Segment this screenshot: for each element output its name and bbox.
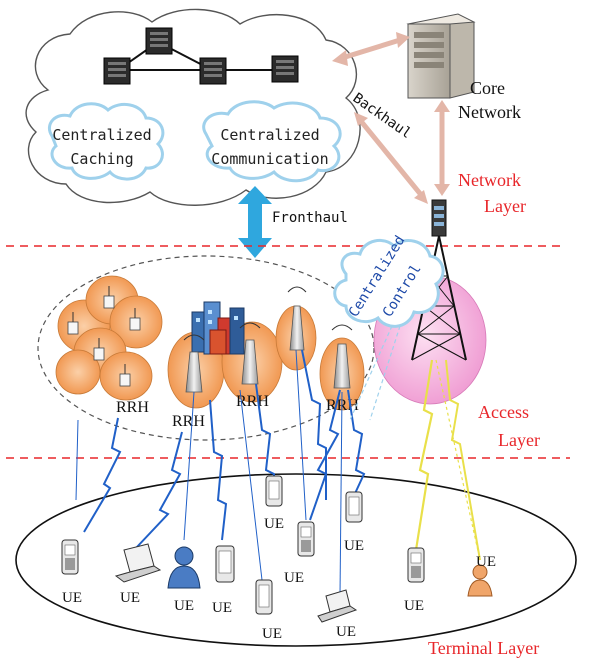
network-layer-label-line2: Layer [484,196,526,216]
macro-cell-links [414,359,481,561]
core-network-server-icon [406,13,476,99]
communication-cloud [202,100,342,183]
core-tower-arrow [434,100,450,196]
small-cell-antenna-icon [103,286,115,309]
ue-user-icon [167,546,201,589]
rrh-wireless-links [75,349,366,597]
communication-label-line1: Centralized [220,126,319,144]
ue-phone-icon [265,475,283,507]
ue-phone-icon [61,539,79,575]
ue-phone-icon [407,547,425,583]
access-layer-label-line2: Layer [498,430,540,450]
network-layer-label-line1: Network [458,170,521,190]
ue-label: UE [476,554,496,570]
ue-label: UE [264,516,284,532]
ue-label: UE [262,626,282,642]
ue-laptop-icon [317,589,358,623]
rrh-antenna-icon [287,286,307,351]
rrh-antenna-icon [183,334,205,393]
core-network-label-line2: Network [458,102,521,122]
server-icon [145,27,173,55]
rrh-label: RRH [236,393,269,410]
caching-cloud [47,102,165,181]
ue-laptop-icon [114,543,162,583]
ue-label: UE [284,570,304,586]
city-buildings-icon [191,301,245,355]
server-icon [199,57,227,85]
small-cell-antenna-icon [67,312,79,335]
ue-label: UE [174,598,194,614]
server-icon [103,57,131,85]
control-links [349,325,401,421]
caching-label-line2: Caching [70,150,133,168]
fronthaul-arrow [238,186,272,258]
ue-phone-icon [297,521,315,557]
fronthaul-label: Fronthaul [272,210,348,226]
rrh-antenna-icon [239,322,261,385]
server-icon [271,55,299,83]
ue-label: UE [62,590,82,606]
caching-label-line1: Centralized [52,126,151,144]
small-cell-antenna-icon [119,364,131,387]
centralized-control-cloud [333,238,445,328]
rrh-antenna-icon [331,324,353,389]
small-cell-antenna-icon [129,308,141,331]
ue-phone-icon [215,545,235,583]
ue-label: UE [404,598,424,614]
ue-phone-icon [255,579,273,615]
small-cell-antenna-icon [93,338,105,361]
ue-label: UE [344,538,364,554]
ue-label: UE [336,624,356,640]
terminal-layer-label: Terminal Layer [428,638,539,658]
ue-phone-icon [345,491,363,523]
rrh-label: RRH [116,399,149,416]
terminal-area-boundary [15,473,577,647]
communication-label-line2: Communication [211,150,328,168]
bbu-pool-servers [103,27,299,85]
rrh-label: RRH [172,413,205,430]
ue-label: UE [120,590,140,606]
core-network-label-line1: Core [470,78,505,98]
cloud-core-arrow [332,32,410,66]
access-layer-label-line1: Access [478,402,529,422]
ue-user-icon [467,564,493,597]
backhaul-arrow [354,112,428,204]
ue-label: UE [212,600,232,616]
